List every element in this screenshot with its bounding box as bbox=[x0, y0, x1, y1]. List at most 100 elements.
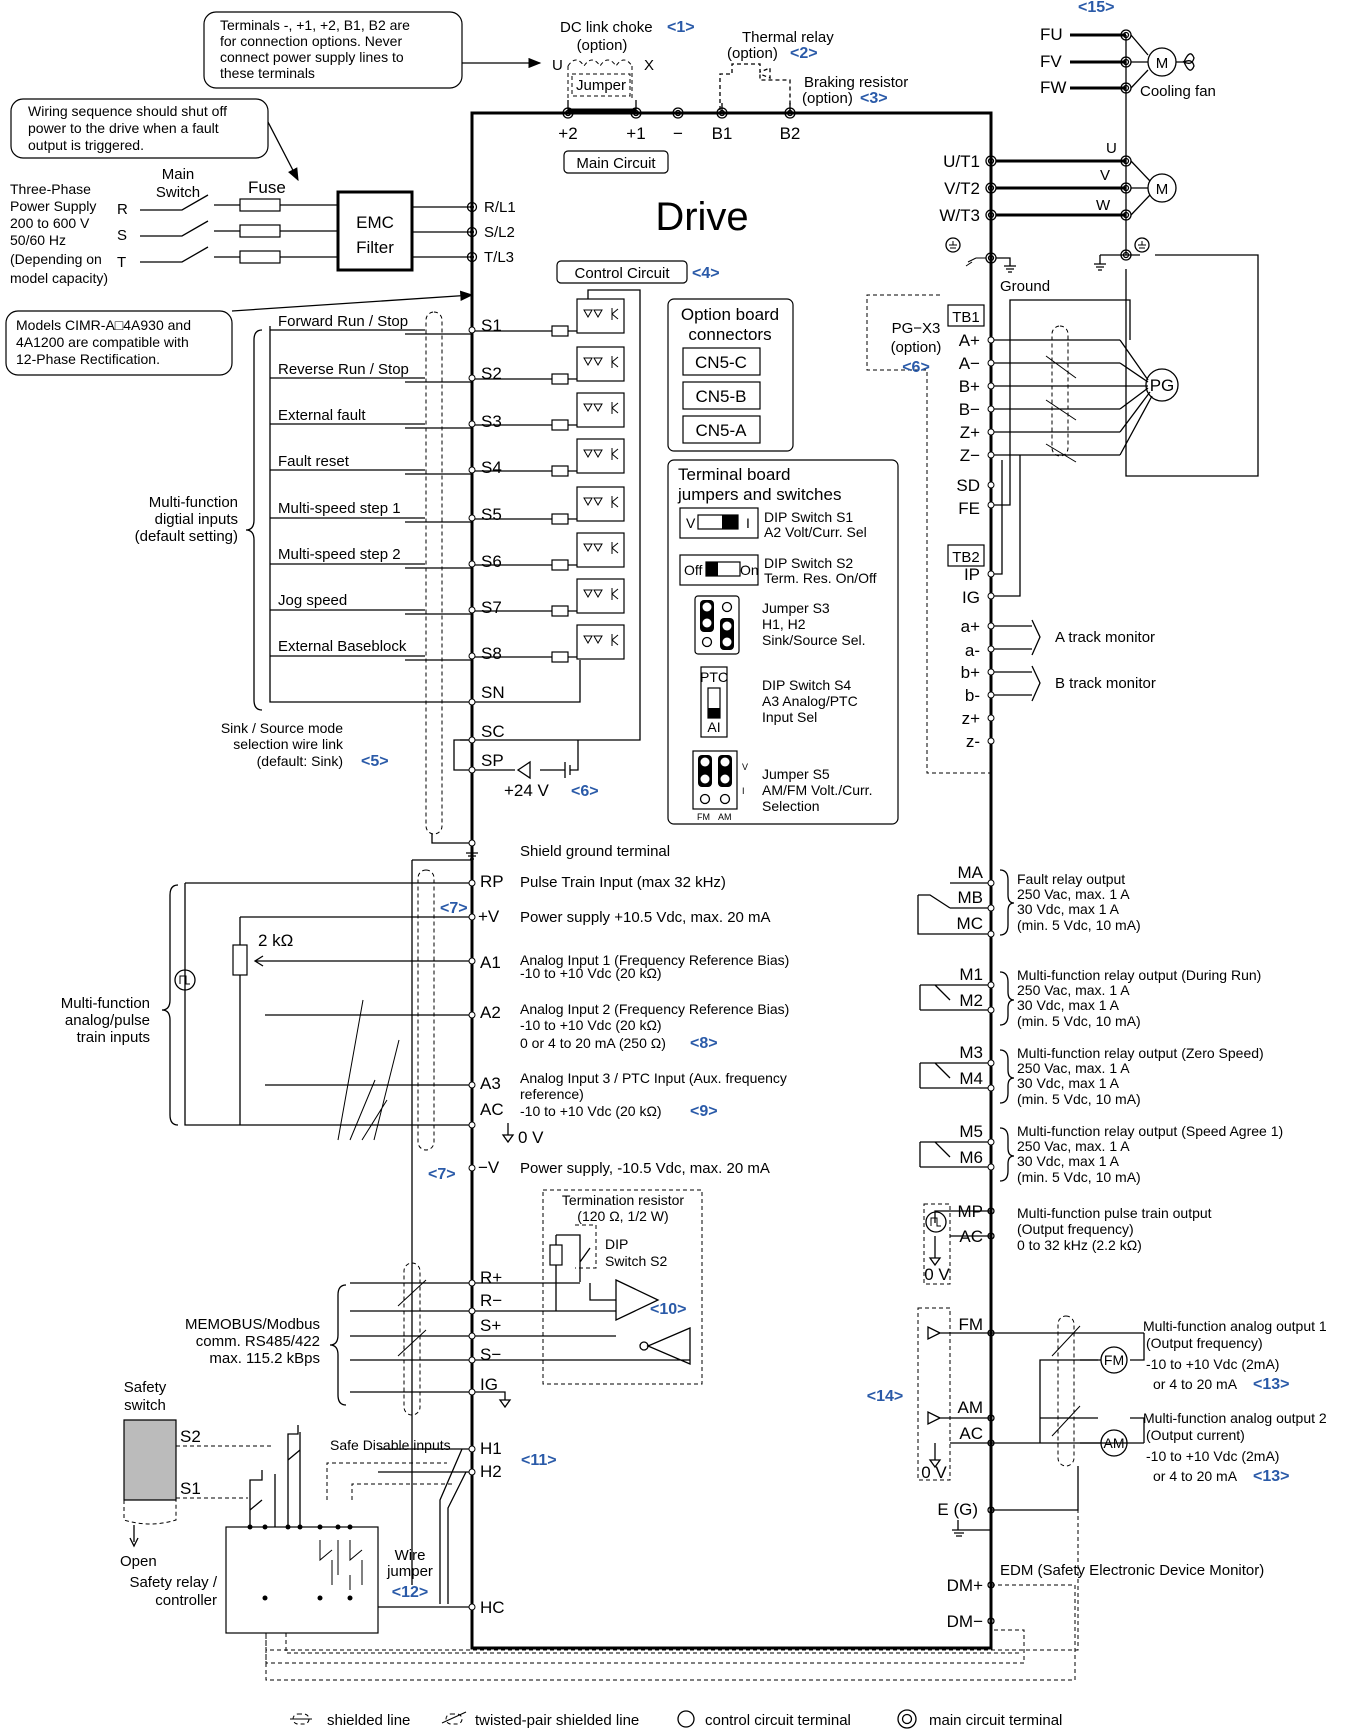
svg-text:<12>: <12> bbox=[392, 1584, 428, 1601]
svg-text:-10 to +10 Vdc (2mA): -10 to +10 Vdc (2mA) bbox=[1146, 1356, 1279, 1372]
svg-text:main circuit terminal: main circuit terminal bbox=[929, 1712, 1062, 1729]
svg-text:M5: M5 bbox=[959, 1122, 983, 1141]
svg-text:(option): (option) bbox=[727, 45, 778, 62]
svg-text:M2: M2 bbox=[959, 991, 983, 1010]
control-circuit-box bbox=[556, 260, 688, 284]
main-circuit-label: Main Circuit bbox=[576, 155, 656, 172]
svg-text:TB2: TB2 bbox=[952, 549, 980, 566]
svg-text:V: V bbox=[1100, 167, 1110, 184]
svg-text:Main: Main bbox=[162, 166, 195, 183]
svg-text:HC: HC bbox=[480, 1598, 505, 1617]
svg-text:jumper: jumper bbox=[386, 1563, 433, 1580]
svg-text:2 kΩ: 2 kΩ bbox=[258, 931, 293, 950]
svg-text:FW: FW bbox=[1040, 78, 1066, 97]
control-circuit-ref: <4> bbox=[692, 265, 720, 282]
svg-text:Analog Input 1 (Frequency Refe: Analog Input 1 (Frequency Reference Bias… bbox=[520, 952, 789, 968]
svg-text:EDM (Safety Electronic Device: EDM (Safety Electronic Device Monitor) bbox=[1000, 1562, 1264, 1579]
svg-text:S+: S+ bbox=[480, 1316, 501, 1335]
svg-text:V/T2: V/T2 bbox=[944, 179, 980, 198]
svg-text:MA: MA bbox=[958, 863, 984, 882]
svg-text:50/60 Hz: 50/60 Hz bbox=[10, 232, 66, 248]
svg-text:A2 Volt/Curr. Sel: A2 Volt/Curr. Sel bbox=[764, 524, 867, 540]
svg-text:+24 V: +24 V bbox=[504, 781, 550, 800]
svg-text:DC link choke: DC link choke bbox=[560, 19, 653, 36]
svg-text:B−: B− bbox=[959, 400, 980, 419]
svg-text:Wiring sequence should shut of: Wiring sequence should shut off bbox=[28, 103, 227, 119]
svg-text:S1: S1 bbox=[180, 1479, 201, 1498]
svg-text:Reverse Run / Stop: Reverse Run / Stop bbox=[278, 361, 409, 378]
svg-text:Braking resistor: Braking resistor bbox=[804, 74, 908, 91]
svg-text:CN5-B: CN5-B bbox=[695, 387, 746, 406]
svg-text:4A1200 are compatible with: 4A1200 are compatible with bbox=[16, 334, 189, 350]
svg-text:RP: RP bbox=[480, 872, 504, 891]
svg-text:250 Vac, max. 1 A: 250 Vac, max. 1 A bbox=[1017, 1060, 1130, 1076]
emc-filter bbox=[336, 190, 414, 272]
svg-text:Jog speed: Jog speed bbox=[278, 592, 347, 609]
svg-text:Sink / Source mode: Sink / Source mode bbox=[221, 720, 343, 736]
svg-text:S7: S7 bbox=[481, 598, 502, 617]
power-supply-block: Three-Phase Power Supply 200 to 600 V 50… bbox=[10, 166, 516, 286]
svg-text:Selection: Selection bbox=[762, 798, 820, 814]
svg-text:jumpers and switches: jumpers and switches bbox=[677, 485, 841, 504]
svg-text:Terminal board: Terminal board bbox=[678, 465, 790, 484]
svg-text:FM: FM bbox=[697, 812, 710, 822]
svg-text:(min. 5 Vdc, 10 mA): (min. 5 Vdc, 10 mA) bbox=[1017, 917, 1141, 933]
svg-text:a+: a+ bbox=[961, 617, 980, 636]
svg-text:SP: SP bbox=[481, 751, 504, 770]
svg-text:these terminals: these terminals bbox=[220, 65, 315, 81]
svg-text:Fuse: Fuse bbox=[248, 178, 286, 197]
svg-text:max. 115.2 kBps: max. 115.2 kBps bbox=[209, 1350, 320, 1367]
svg-text:M: M bbox=[1156, 181, 1169, 198]
svg-text:-10 to +10 Vdc (2mA): -10 to +10 Vdc (2mA) bbox=[1146, 1448, 1279, 1464]
svg-text:S4: S4 bbox=[481, 458, 502, 477]
svg-text:MEMOBUS/Modbus: MEMOBUS/Modbus bbox=[185, 1316, 320, 1333]
svg-text:for connection options. Never: for connection options. Never bbox=[220, 33, 402, 49]
svg-text:<8>: <8> bbox=[690, 1035, 718, 1052]
svg-text:connect power supply lines to: connect power supply lines to bbox=[220, 49, 404, 65]
svg-text:Multi-function relay output (Z: Multi-function relay output (Zero Speed) bbox=[1017, 1045, 1264, 1061]
analog-outputs: <14> FM AM AC 0 V FM AM Multi-function a… bbox=[867, 1307, 1327, 1485]
svg-text:V: V bbox=[742, 762, 748, 772]
svg-text:A1: A1 bbox=[480, 953, 501, 972]
memobus-comm: Termination resistor (120 Ω, 1/2 W) DIP … bbox=[185, 1189, 703, 1416]
svg-text:B2: B2 bbox=[780, 124, 801, 143]
svg-text:<11>: <11> bbox=[521, 1452, 557, 1469]
svg-text:MC: MC bbox=[957, 914, 983, 933]
svg-text:Three-Phase: Three-Phase bbox=[10, 181, 91, 197]
option-board-connectors: Option board connectors CN5-C CN5-B CN5-… bbox=[667, 298, 794, 452]
svg-text:power to the drive when a faul: power to the drive when a fault bbox=[28, 120, 219, 136]
opto-couplers bbox=[460, 289, 641, 780]
svg-text:Switch: Switch bbox=[156, 184, 200, 201]
svg-text:0 to 32 kHz (2.2 kΩ): 0 to 32 kHz (2.2 kΩ) bbox=[1017, 1237, 1142, 1253]
svg-text:<6>: <6> bbox=[571, 783, 599, 800]
svg-text:<13>: <13> bbox=[1253, 1376, 1289, 1393]
svg-text:DIP Switch S2: DIP Switch S2 bbox=[764, 555, 853, 571]
svg-text:B track monitor: B track monitor bbox=[1055, 675, 1156, 692]
svg-text:0 V: 0 V bbox=[518, 1128, 544, 1147]
svg-text:SN: SN bbox=[481, 683, 505, 702]
sink-source-link: Sink / Source mode selection wire link (… bbox=[221, 720, 599, 800]
svg-text:30 Vdc, max 1 A: 30 Vdc, max 1 A bbox=[1017, 1075, 1120, 1091]
svg-text:30 Vdc, max 1 A: 30 Vdc, max 1 A bbox=[1017, 1153, 1120, 1169]
svg-text:PG: PG bbox=[1150, 376, 1175, 395]
svg-text:0 V: 0 V bbox=[924, 1265, 950, 1284]
svg-text:Z+: Z+ bbox=[960, 423, 980, 442]
svg-text:AM: AM bbox=[1104, 1435, 1125, 1451]
svg-text:M3: M3 bbox=[959, 1043, 983, 1062]
svg-text:EMC: EMC bbox=[356, 213, 394, 232]
svg-text:DIP Switch S4: DIP Switch S4 bbox=[762, 677, 851, 693]
svg-text:<7>: <7> bbox=[428, 1166, 456, 1183]
svg-text:Jumper S3: Jumper S3 bbox=[762, 600, 830, 616]
svg-text:Wire: Wire bbox=[395, 1547, 426, 1564]
svg-text:Fault reset: Fault reset bbox=[278, 453, 350, 470]
svg-text:Multi-function analog output 2: Multi-function analog output 2 bbox=[1143, 1410, 1327, 1426]
note-wiring-sequence: Wiring sequence should shut off power to… bbox=[10, 98, 299, 182]
svg-text:U/T1: U/T1 bbox=[943, 152, 980, 171]
svg-text:(option): (option) bbox=[802, 90, 853, 107]
safety-block: Safety switch S2 S1 Open Safety relay / … bbox=[120, 1379, 1079, 1664]
svg-text:<7>: <7> bbox=[440, 900, 468, 917]
svg-text:I: I bbox=[742, 786, 745, 796]
svg-text:S3: S3 bbox=[481, 412, 502, 431]
svg-text:output is triggered.: output is triggered. bbox=[28, 137, 144, 153]
